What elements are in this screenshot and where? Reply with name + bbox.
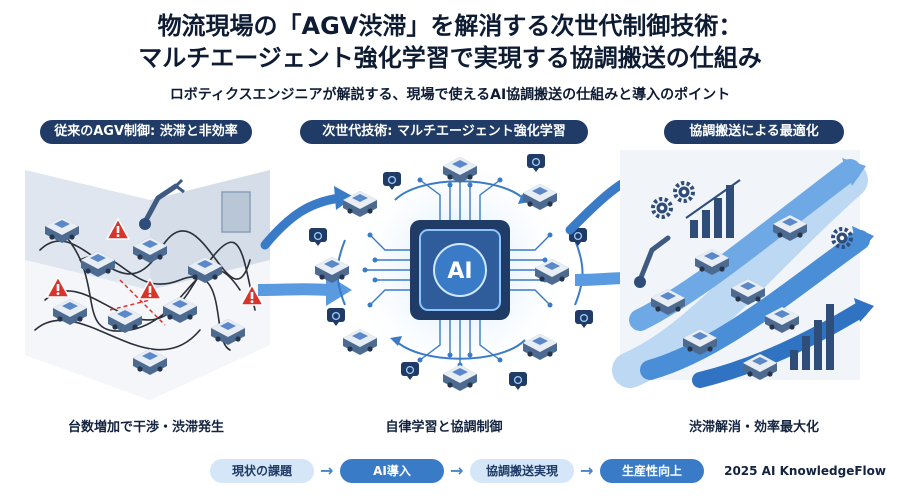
caption-marl: 自律学習と協調制御 <box>385 420 503 435</box>
legacy-warehouse-illustration <box>25 170 270 400</box>
ai-chip-label: AI <box>447 259 472 284</box>
flow-arrow-1: → <box>320 461 334 480</box>
caption-legacy: 台数増加で干渉・渋滞発生 <box>67 420 224 435</box>
flow-arrow-2: → <box>450 461 464 480</box>
flow-step-ai-adoption: AI導入 <box>340 459 444 483</box>
marl-network-illustration: AI <box>308 153 594 391</box>
optimized-flow-illustration <box>612 150 874 388</box>
illustration: AI <box>25 150 874 400</box>
brand-credit: 2025 AI KnowledgeFlow <box>724 464 886 478</box>
page-subtitle: ロボティクスエンジニアが解説する、現場で使えるAI協調搬送の仕組みと導入のポイン… <box>169 87 731 103</box>
flow-step-cooperative-transport: 協調搬送実現 <box>470 459 574 483</box>
flow-arrow-3: → <box>580 461 594 480</box>
caption-optimized: 渋滞解消・効率最大化 <box>688 420 819 435</box>
page-title: 物流現場の「AGV渋滞」を解消する次世代制御技術： マルチエージェント強化学習で… <box>0 10 900 74</box>
flow-step-productivity: 生産性向上 <box>600 459 704 483</box>
flow-step-current-issues: 現状の課題 <box>210 459 314 483</box>
panel-header-marl: 次世代技術: マルチエージェント強化学習 <box>300 120 588 144</box>
panel-header-legacy: 従来のAGV制御: 渋滞と非効率 <box>40 120 252 144</box>
panel-header-optimized: 協調搬送による最適化 <box>664 120 844 144</box>
title-line-1: 物流現場の「AGV渋滞」を解消する次世代制御技術： <box>157 12 743 40</box>
title-line-2: マルチエージェント強化学習で実現する協調搬送の仕組み <box>138 44 762 72</box>
